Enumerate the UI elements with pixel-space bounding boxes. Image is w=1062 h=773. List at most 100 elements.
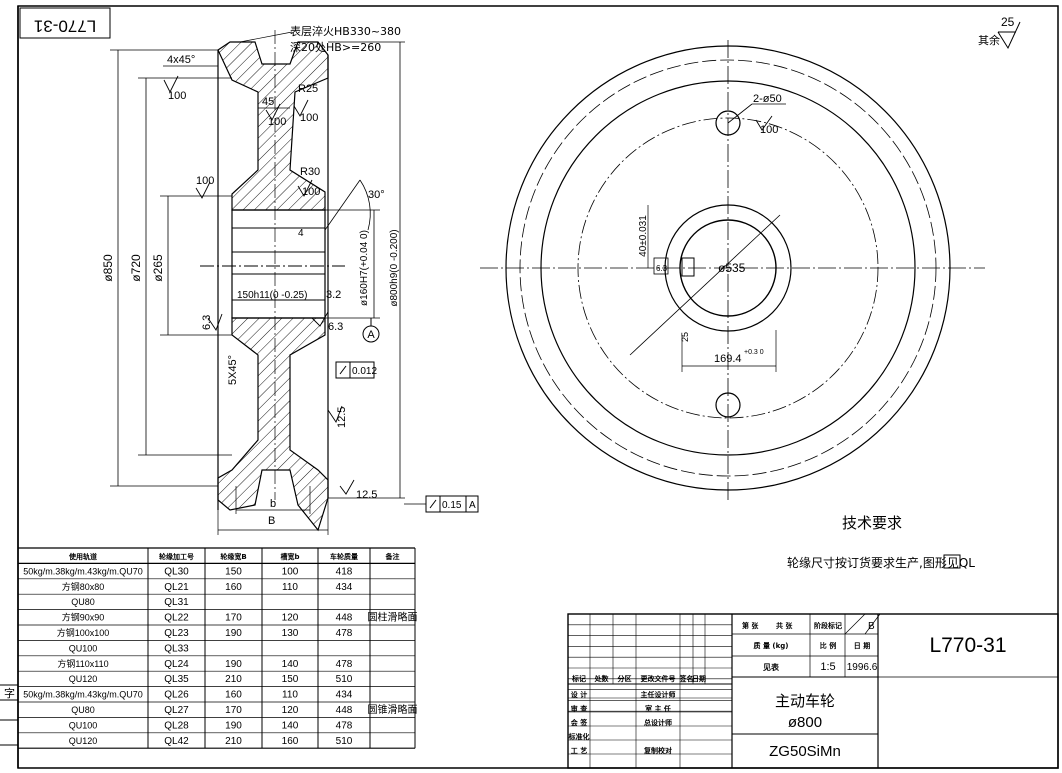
plan-view: ø535 2-ø50 100 40±0.031 6.3 25 169.4 +0.… [480,40,985,500]
svg-text:1:5: 1:5 [820,661,835,673]
table-cell: 50kg/m.38kg/m.43kg/m.QU70 [23,690,143,700]
svg-text:100: 100 [302,186,320,198]
part-dia: ø800 [788,714,822,731]
svg-text:6.3: 6.3 [656,264,668,273]
section-view: ø850 ø720 ø265 ø160H7(+0.04 0) ø800h9(0 … [101,24,479,535]
svg-text:总设计师: 总设计师 [644,718,672,727]
material: ZG50SiMn [769,743,841,760]
table-header: 备注 [385,552,400,561]
table-cell: 130 [282,628,299,639]
svg-text:处数: 处数 [594,674,610,683]
svg-text:审 查: 审 查 [571,704,588,713]
table-cell: 478 [336,628,353,639]
table-cell: 140 [282,659,299,670]
table-cell: 210 [225,674,242,685]
runout-datum: A [469,500,476,511]
table-cell: 140 [282,720,299,731]
tread-fit-label: ø800h9(0 -0.200) [389,229,400,306]
title-block: 标记处数分区更改文件号签名日期设 计审 查会 签标准化工 艺主任设计师室 主 任… [567,613,1059,769]
table-cell: 448 [336,613,353,624]
svg-text:签名: 签名 [679,674,694,683]
svg-text:工 艺: 工 艺 [571,746,587,755]
keyway-depth-label: 40±0.031 [638,215,649,257]
table-cell: 120 [282,613,299,624]
table-cell: 160 [225,582,242,593]
table-cell: 方钢110x110 [57,658,108,669]
table-cell: 434 [336,582,353,593]
svg-text:1996.6: 1996.6 [847,662,878,673]
svg-text:B: B [268,515,275,527]
svg-text:分区: 分区 [618,674,632,683]
svg-text:标准化: 标准化 [568,732,590,741]
section-lower [217,317,329,532]
table-cell: 210 [225,736,242,747]
table-cell: 110 [282,690,298,701]
svg-text:4: 4 [298,228,304,239]
table-cell: QL24 [164,659,189,670]
table-cell: 478 [336,720,353,731]
tech-req-line: 轮缘尺寸按订货要求生产,图形见QL [787,555,975,570]
svg-text:45: 45 [262,96,274,108]
table-cell: QL42 [164,736,189,747]
table-cell: QL28 [164,720,189,731]
table-cell: QU120 [69,736,98,746]
table-cell: QL35 [164,674,189,685]
table-header: 车轮质量 [330,552,358,561]
table-cell: 170 [225,613,242,624]
flatness-value: 0.012 [352,366,377,377]
svg-text:100: 100 [168,90,186,102]
table-header: 轮缘宽B [220,552,246,561]
svg-text:100: 100 [196,175,214,187]
table-cell: 150 [282,674,299,685]
table-cell: QL22 [164,613,189,624]
table-cell: 190 [225,720,242,731]
keyway-width-label: 169.4 [714,353,742,365]
r25-label: R25 [298,83,318,95]
table-cell: 方钢100x100 [57,627,110,638]
roughness-rest: 其余 25 [978,15,1021,50]
part-name: 主动车轮 [775,692,835,710]
section-upper [217,41,329,211]
table-cell: 418 [336,566,353,577]
table-cell: 170 [225,705,242,716]
table-cell: QU80 [71,705,95,715]
table-cell: 434 [336,690,353,701]
table-cell: 190 [225,659,242,670]
table-cell: QL23 [164,628,189,639]
svg-text:主任设计师: 主任设计师 [641,690,676,699]
svg-text:+0.3 0: +0.3 0 [744,349,764,356]
runout-value: 0.15 [442,500,462,511]
datum-a-label: A [367,329,375,341]
table-cell: QL27 [164,705,189,716]
table-cell: 方钢90x90 [62,612,105,623]
svg-text:12.5: 12.5 [336,407,348,428]
svg-text:日 期: 日 期 [854,641,870,650]
angle-30-label: 30° [368,189,385,201]
table-cell: QL33 [164,643,189,654]
table-cell: QL31 [164,597,189,608]
svg-text:6.3: 6.3 [201,315,213,330]
svg-text:第 张: 第 张 [742,621,759,630]
drawing-number: L770-31 [929,634,1006,657]
hub-width-label: 150h11(0 -0.25) [237,290,307,301]
table-cell: QL21 [164,582,189,593]
svg-text:会 签: 会 签 [571,718,588,727]
r30-label: R30 [300,166,320,178]
table-cell: 圆柱滑略面 [368,611,418,624]
table-cell: 150 [225,566,242,577]
svg-text:阶段标记: 阶段标记 [814,621,842,630]
table-cell: 110 [282,582,298,593]
holes-label: 2-ø50 [753,93,782,105]
table-cell: 510 [336,674,353,685]
svg-text:6.3: 6.3 [328,321,343,333]
svg-text:25: 25 [680,332,690,342]
dia-850-label: ø850 [101,254,115,282]
tech-req-title: 技术要求 [842,514,902,532]
tech-requirements: 技术要求 轮缘尺寸按订货要求生产,图形见QL [787,514,975,570]
svg-text:12.5: 12.5 [356,489,377,501]
svg-text:标记: 标记 [571,674,586,683]
svg-text:比 例: 比 例 [820,641,836,650]
table-cell: 160 [225,690,242,701]
